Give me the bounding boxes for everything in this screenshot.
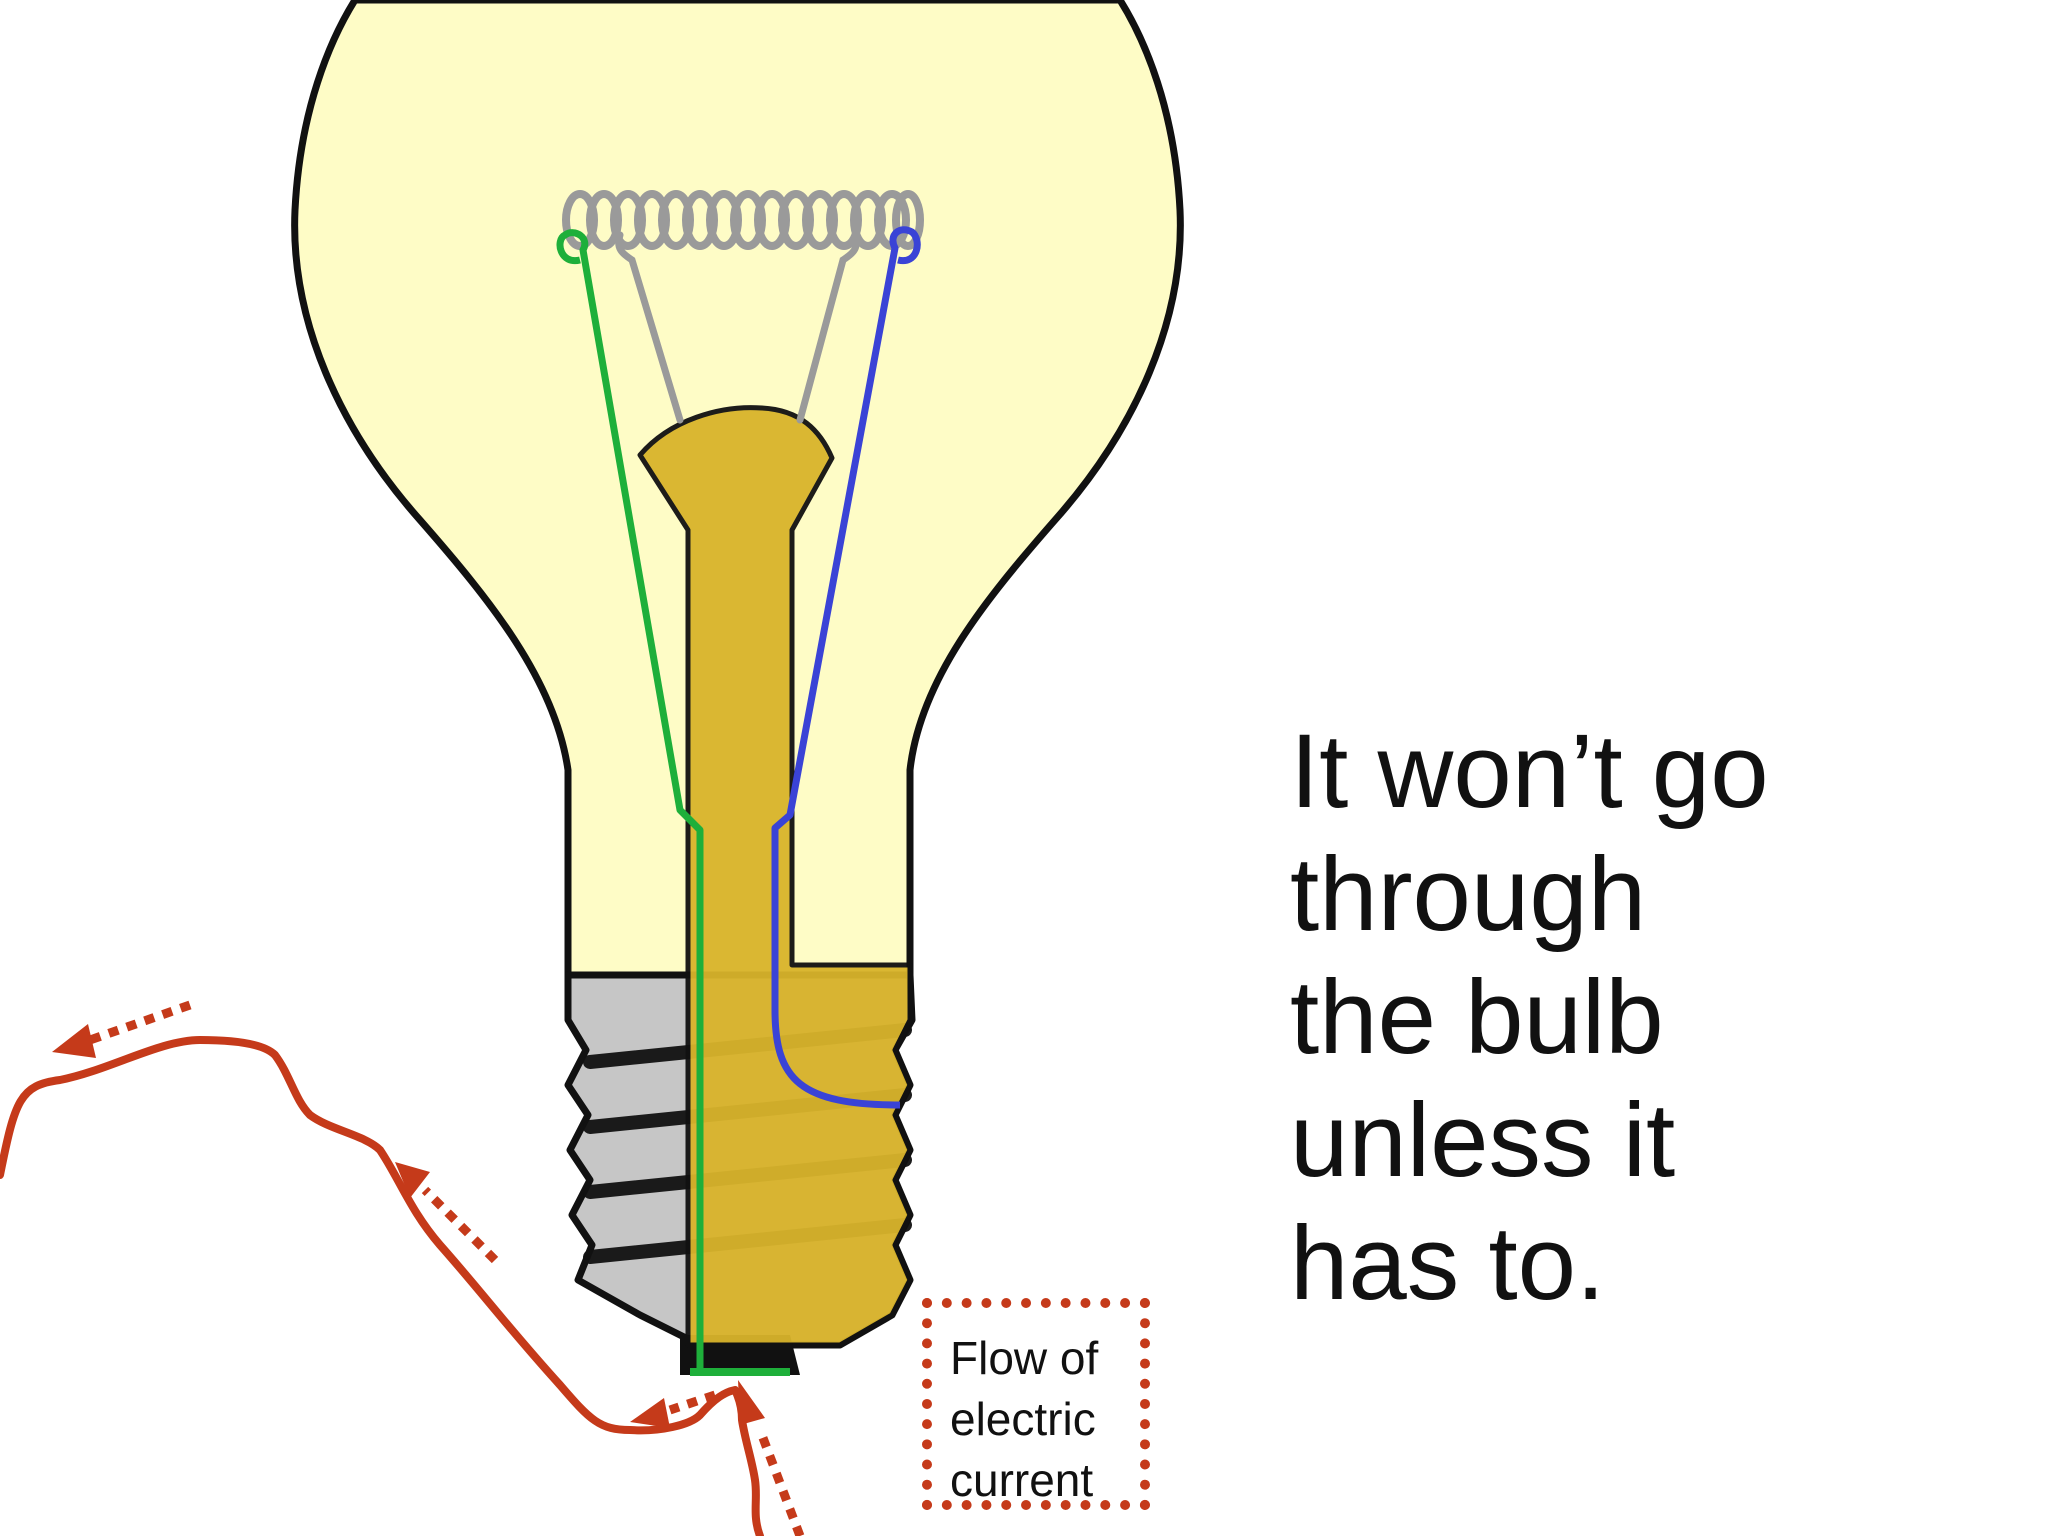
caption-line: has to. (1290, 1205, 1606, 1322)
filament-coil (562, 190, 924, 250)
flow-label-line: Flow of (950, 1332, 1099, 1384)
caption-line: the bulb (1290, 959, 1664, 1076)
lead-wire-right (771, 226, 921, 1109)
explanation-caption: It won’t go through the bulb unless it h… (1290, 710, 1990, 1325)
caption-line: It won’t go (1290, 713, 1769, 830)
lead-wire-left (556, 229, 704, 1375)
caption-line: through (1290, 836, 1647, 953)
flow-of-current-label: Flow of electric current (922, 1298, 1150, 1510)
current-arrow-4 (738, 1380, 805, 1536)
current-arrow-3 (630, 1390, 717, 1428)
flow-label-line: current (950, 1454, 1094, 1506)
caption-line: unless it (1290, 1082, 1676, 1199)
current-arrow-1 (52, 1000, 192, 1058)
current-arrow-2 (395, 1162, 499, 1264)
flow-label-line: electric (950, 1393, 1096, 1445)
